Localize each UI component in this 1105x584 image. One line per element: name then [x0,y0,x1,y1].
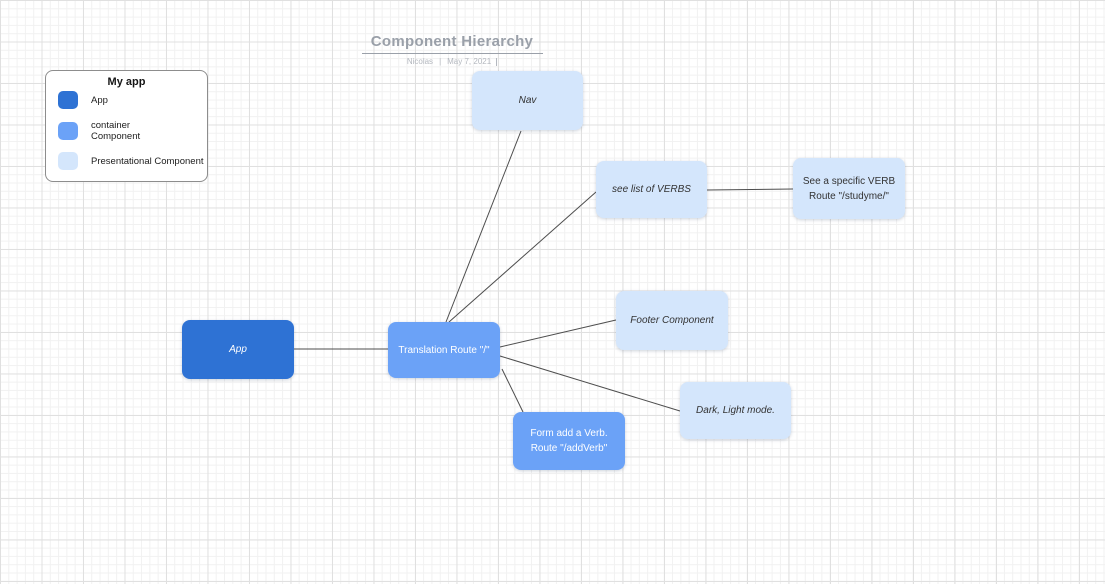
edge-connector[interactable] [501,368,524,413]
edge-connector[interactable] [499,319,617,348]
node-label: see list of VERBS [612,184,691,195]
node-label: Dark, Light mode. [696,405,775,416]
text-caret [496,57,498,66]
legend[interactable]: My app App container Component Presentat… [45,70,208,182]
node-nav[interactable]: Nav [472,71,583,130]
presentational-color-swatch [58,152,78,170]
node-label: Form add a Verb. Route "/addVerb" [530,428,608,454]
legend-item-label: Presentational Component [91,155,204,167]
node-translation-route[interactable]: Translation Route "/" [388,322,500,378]
legend-item-app: App [58,91,108,109]
legend-item-label: container Component [91,120,141,142]
node-see-list-of-verbs[interactable]: see list of VERBS [596,161,707,218]
node-app[interactable]: App [182,320,294,379]
node-label: See a specific VERB Route "/studyme/" [802,175,896,202]
date-text: May 7, 2021 [447,57,492,66]
node-footer-component[interactable]: Footer Component [616,291,728,350]
node-label: Translation Route "/" [398,344,490,356]
edge-connector[interactable] [445,130,522,323]
node-see-specific-verb[interactable]: See a specific VERB Route "/studyme/" [793,158,905,219]
author-text: Nicolas [406,57,434,66]
legend-item-container-component: container Component [58,120,140,142]
app-color-swatch [58,91,78,109]
title-underline [362,53,543,54]
diagram-subtitle[interactable]: Nicolas | May 7, 2021 [332,57,572,66]
edge-connector[interactable] [499,355,681,412]
node-form-add-verb[interactable]: Form add a Verb. Route "/addVerb" [513,412,625,470]
node-dark-light-mode[interactable]: Dark, Light mode. [680,382,791,439]
legend-item-presentational-component: Presentational Component [58,152,204,170]
subtitle-separator: | [439,57,442,66]
diagram-title[interactable]: Component Hierarchy [332,33,572,51]
container-color-swatch [58,122,78,140]
diagram-title-text: Component Hierarchy [370,33,534,50]
node-label: Footer Component [630,315,714,326]
legend-title: My app [107,76,146,88]
node-label: Nav [518,95,537,106]
legend-item-label: App [91,94,108,106]
node-label: App [229,344,247,355]
edge-connector[interactable] [448,191,597,323]
edge-connector[interactable] [706,188,794,191]
